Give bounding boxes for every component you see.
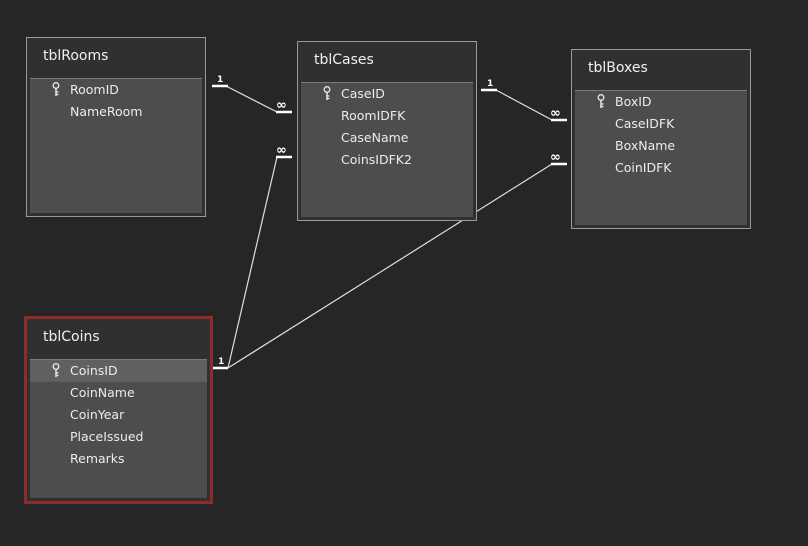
field-name: PlaceIssued (70, 429, 144, 444)
one-label: 1 (217, 75, 223, 85)
field-row[interactable]: NameRoom (30, 101, 202, 123)
one-label: 1 (487, 79, 493, 89)
field-name: CaseIDFK (615, 116, 675, 131)
key-icon (52, 363, 60, 378)
field-row[interactable]: CaseName (301, 127, 473, 149)
many-label: ∞ (276, 98, 287, 113)
many-label: ∞ (276, 143, 287, 158)
field-name: CaseID (341, 86, 385, 101)
field-name: Remarks (70, 451, 125, 466)
field-row[interactable]: CaseIDFK (575, 113, 747, 135)
many-label: ∞ (550, 150, 561, 165)
field-name: BoxName (615, 138, 676, 153)
table-title: tblRooms (43, 48, 109, 64)
field-name: BoxID (615, 94, 652, 109)
table-title: tblCoins (43, 329, 100, 345)
field-row[interactable]: PlaceIssued (30, 426, 207, 448)
key-icon (597, 94, 605, 109)
field-row[interactable]: BoxName (575, 135, 747, 157)
field-row[interactable]: CaseID (301, 83, 473, 105)
field-row[interactable]: CoinIDFK (575, 157, 747, 179)
field-row[interactable]: CoinsIDFK2 (301, 149, 473, 171)
field-name: CoinName (70, 385, 135, 400)
field-row[interactable]: BoxID (575, 91, 747, 113)
field-row[interactable]: RoomID (30, 79, 202, 101)
relationship-line-rooms-cases[interactable] (225, 85, 278, 113)
key-icon (323, 86, 331, 101)
field-name: CoinsIDFK2 (341, 152, 412, 167)
key-icon (52, 82, 60, 97)
table-title: tblCases (314, 52, 374, 68)
field-name: RoomID (70, 82, 119, 97)
field-row[interactable]: CoinYear (30, 404, 207, 426)
field-row[interactable]: CoinsID (30, 360, 207, 382)
many-label: ∞ (550, 106, 561, 121)
relationship-line-coins-cases[interactable] (227, 156, 278, 369)
field-name: CaseName (341, 130, 409, 145)
field-name: NameRoom (70, 104, 143, 119)
field-row[interactable]: Remarks (30, 448, 207, 470)
field-name: CoinIDFK (615, 160, 672, 175)
field-name: CoinYear (70, 407, 125, 422)
field-list[interactable]: RoomID NameRoom (30, 78, 202, 213)
field-row[interactable]: RoomIDFK (301, 105, 473, 127)
table-title: tblBoxes (588, 60, 648, 76)
field-name: RoomIDFK (341, 108, 406, 123)
table-tblrooms[interactable]: tblRooms RoomID NameRoom (26, 37, 206, 217)
one-label: 1 (218, 357, 224, 367)
field-name: CoinsID (70, 363, 118, 378)
relationship-line-cases-boxes[interactable] (495, 89, 553, 121)
field-row[interactable]: CoinName (30, 382, 207, 404)
